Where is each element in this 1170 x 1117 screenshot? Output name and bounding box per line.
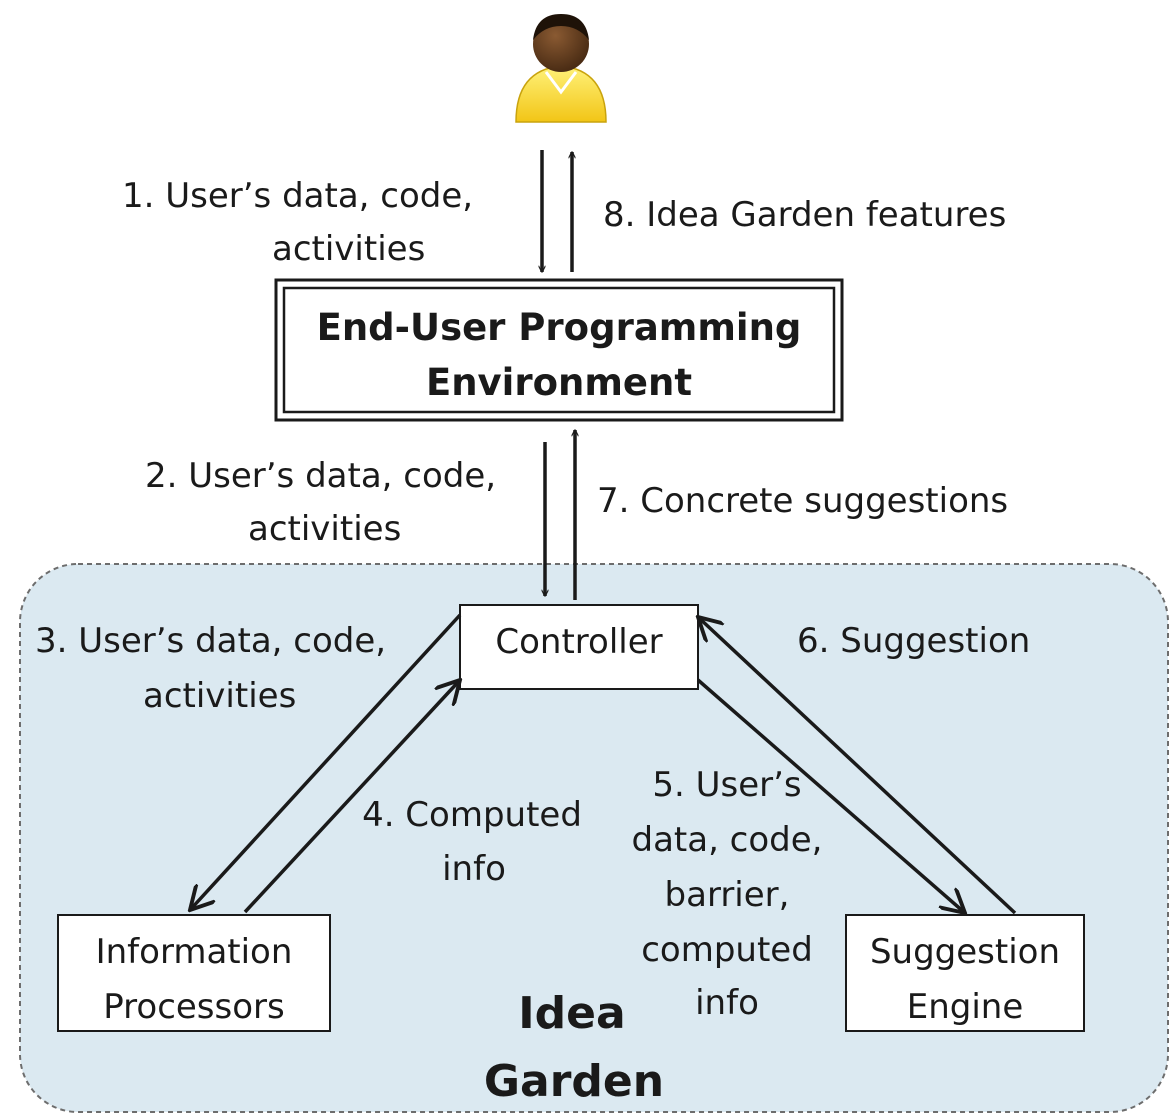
- suggestion-engine-line1: Suggestion: [870, 932, 1060, 972]
- controller-label: Controller: [495, 622, 662, 662]
- arrow-3-controller-to-processors: [190, 613, 462, 910]
- flow-4-label-line2: info: [442, 849, 506, 889]
- environment-box-outer: [274, 278, 844, 422]
- environment-box-inner: [282, 286, 836, 414]
- controller-box: [459, 604, 699, 690]
- idea-garden-label-line2: Garden: [484, 1056, 664, 1107]
- arrow-4-processors-to-controller: [243, 680, 460, 914]
- suggestion-engine-line2: Engine: [907, 987, 1024, 1027]
- flow-5-label-line5: info: [695, 983, 759, 1023]
- environment-title-line2: Environment: [426, 361, 692, 404]
- information-processors-line1: Information: [96, 932, 293, 972]
- flow-1-label-line2: activities: [272, 229, 425, 269]
- flow-3-label-line2: activities: [143, 676, 296, 716]
- flow-7-label: 7. Concrete suggestions: [597, 481, 1008, 521]
- information-processors-box: [57, 914, 331, 1032]
- flow-5-label-line1: 5. User’s: [652, 765, 801, 805]
- flow-5-label-line2: data, code,: [631, 820, 822, 860]
- user-icon: [515, 14, 607, 123]
- flow-8-label: 8. Idea Garden features: [603, 195, 1006, 235]
- suggestion-engine-box: [845, 914, 1085, 1032]
- flow-3-label-line1: 3. User’s data, code,: [35, 621, 386, 661]
- arrow-5-controller-to-engine: [696, 678, 965, 913]
- flow-5-label-line3: barrier,: [665, 875, 790, 915]
- flow-1-label-line1: 1. User’s data, code,: [122, 176, 473, 216]
- flow-2-label-line2: activities: [248, 509, 401, 549]
- arrow-6-engine-to-controller: [698, 617, 1017, 915]
- information-processors-line2: Processors: [103, 987, 284, 1027]
- idea-garden-label-line1: Idea: [518, 988, 625, 1039]
- flow-4-label-line1: 4. Computed: [362, 795, 582, 835]
- flow-5-label-line4: computed: [641, 930, 813, 970]
- environment-title-line1: End-User Programming: [317, 306, 802, 349]
- flow-6-label: 6. Suggestion: [797, 621, 1030, 661]
- flow-2-label-line1: 2. User’s data, code,: [145, 456, 496, 496]
